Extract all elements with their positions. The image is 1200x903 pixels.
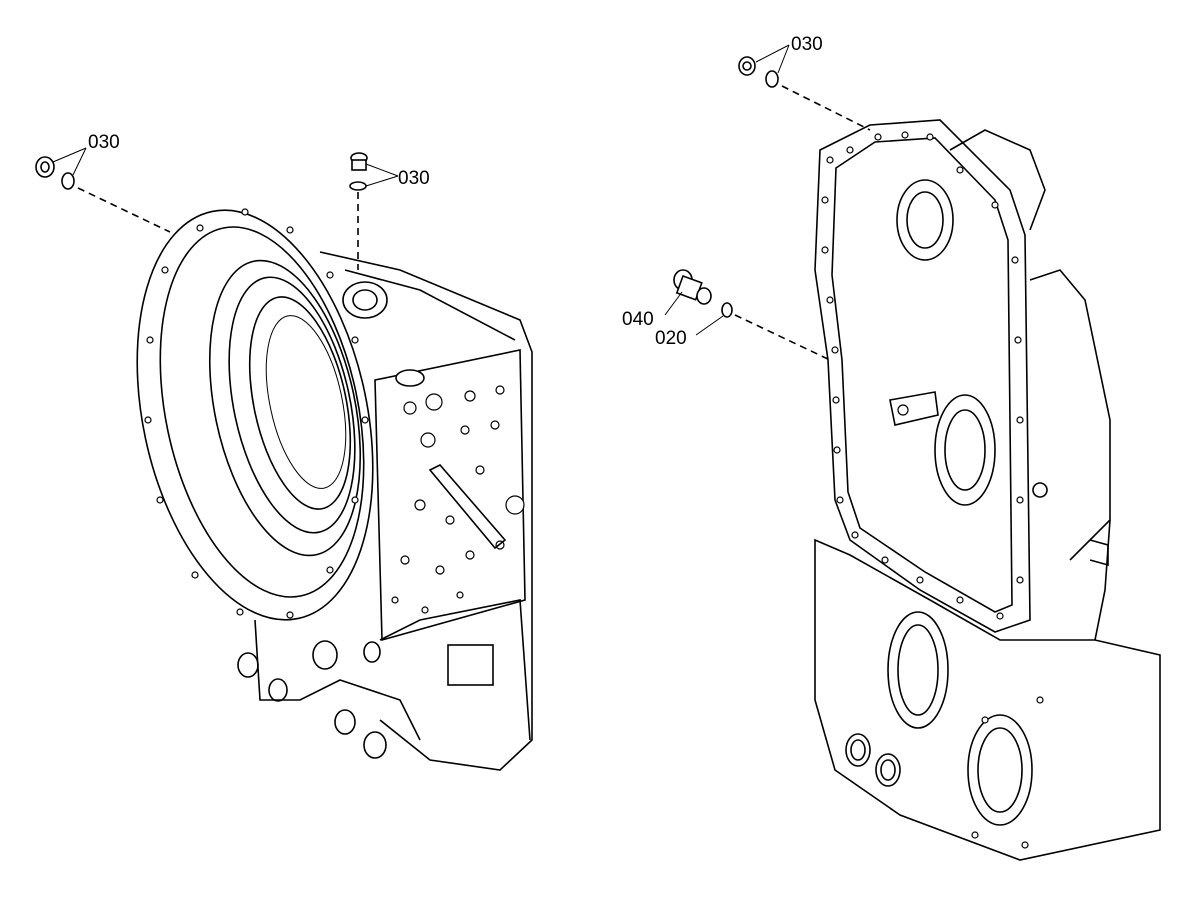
flange-holes: [144, 208, 369, 619]
callout-030-left: 030: [88, 132, 120, 153]
callout-020: 020: [655, 328, 687, 349]
left-housing: [136, 208, 533, 771]
valve-plate-holes: [391, 385, 525, 614]
oring-020: [695, 302, 831, 361]
callout-030-center: 030: [398, 168, 430, 189]
lower-fittings: [237, 640, 387, 759]
plug-030-right: [738, 44, 871, 131]
cover-holes: [821, 131, 1044, 849]
fitting-040: [664, 269, 712, 316]
plug-030-center: [349, 152, 399, 270]
callout-040: 040: [622, 309, 654, 330]
right-housing: [814, 119, 1161, 861]
callout-030-right: 030: [791, 34, 823, 55]
plug-030-left: [35, 147, 171, 233]
